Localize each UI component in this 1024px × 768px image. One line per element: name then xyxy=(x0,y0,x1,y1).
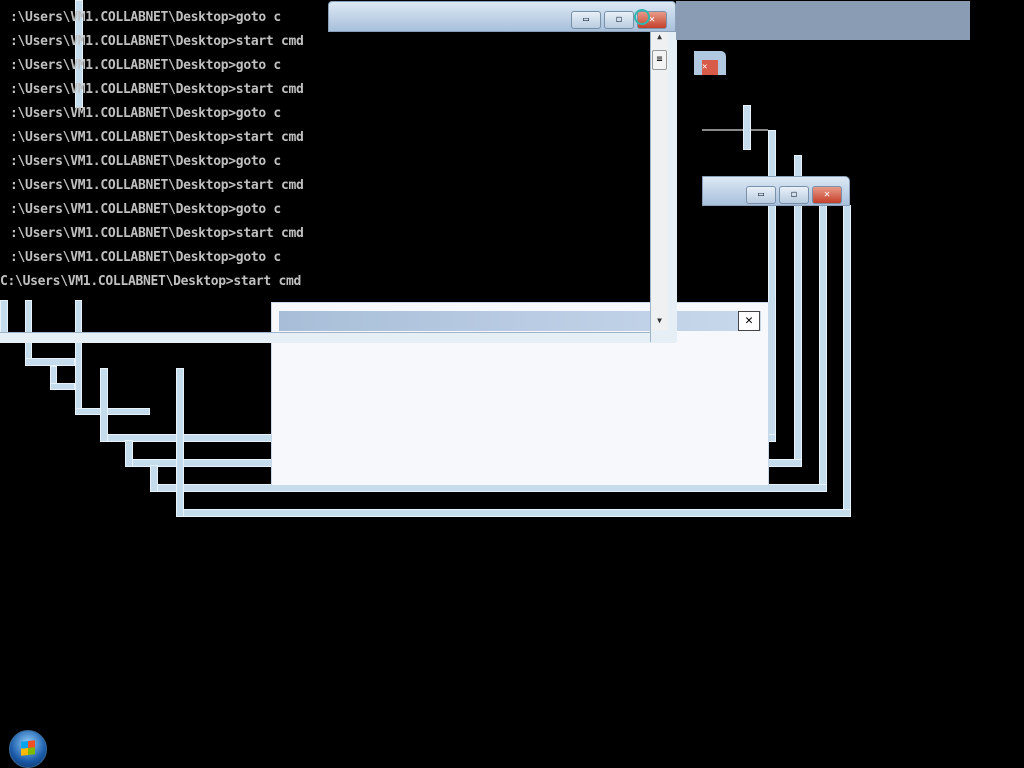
window-frame-edge xyxy=(743,105,751,150)
dialog-close-button[interactable]: ✕ xyxy=(738,311,760,331)
console-line: C:\Users\VM1.COLLABNET\Desktop>start cmd xyxy=(0,274,302,289)
window-frame-edge xyxy=(176,509,851,517)
console-line: :\Users\VM1.COLLABNET\Desktop>start cmd xyxy=(10,226,304,241)
console-line: :\Users\VM1.COLLABNET\Desktop>goto c xyxy=(10,106,281,121)
window-frame-edge xyxy=(150,465,158,492)
console-line: :\Users\VM1.COLLABNET\Desktop>start cmd xyxy=(10,130,304,145)
console-line: :\Users\VM1.COLLABNET\Desktop>start cmd xyxy=(10,178,304,193)
window-frame-edge xyxy=(176,368,184,517)
window-frame-edge xyxy=(50,383,75,390)
window-frame-edge xyxy=(100,368,108,442)
maximize-button[interactable]: ◻ xyxy=(604,11,634,29)
window-fragment: ✕ xyxy=(694,51,726,75)
scroll-up-button[interactable]: ▲ xyxy=(657,32,662,41)
windows-logo-icon xyxy=(21,740,35,756)
scroll-thumb[interactable]: ≡ xyxy=(652,50,667,70)
maximize-button[interactable]: ◻ xyxy=(779,186,809,204)
window-frame-edge xyxy=(125,440,133,467)
dialog-titlebar[interactable] xyxy=(279,311,761,331)
console-line: :\Users\VM1.COLLABNET\Desktop>goto c xyxy=(10,154,281,169)
console-line: :\Users\VM1.COLLABNET\Desktop>goto c xyxy=(10,58,281,73)
console-line: :\Users\VM1.COLLABNET\Desktop>goto c xyxy=(10,250,281,265)
window-frame-edge xyxy=(75,0,83,108)
console-line: :\Users\VM1.COLLABNET\Desktop>goto c xyxy=(10,10,281,25)
window-titlebar-fragment xyxy=(676,1,970,40)
window-frame-edge xyxy=(843,205,851,517)
cmd-window-bottom-border xyxy=(0,332,676,343)
busy-cursor-icon xyxy=(634,9,650,25)
window-frame-edge xyxy=(819,205,827,492)
minimize-button[interactable]: ▭ xyxy=(571,11,601,29)
window-frame-edge xyxy=(75,408,150,415)
scroll-down-button[interactable]: ▼ xyxy=(657,316,662,325)
window-frame-edge xyxy=(25,358,75,366)
dialog-window: ✕ xyxy=(271,302,769,486)
minimize-button[interactable]: ▭ xyxy=(746,186,776,204)
cmd-window-2-titlebar[interactable]: ▭ ◻ ✕ xyxy=(702,176,850,206)
window-frame-edge xyxy=(75,300,82,414)
close-button[interactable]: ✕ xyxy=(812,186,842,204)
console-line: :\Users\VM1.COLLABNET\Desktop>start cmd xyxy=(10,34,304,49)
console-line: :\Users\VM1.COLLABNET\Desktop>goto c xyxy=(10,202,281,217)
close-icon: ✕ xyxy=(702,60,718,75)
cmd-window-titlebar[interactable]: ▭ ◻ ✕ xyxy=(328,1,676,32)
divider xyxy=(702,129,768,131)
start-button[interactable] xyxy=(9,730,47,768)
console-line: :\Users\VM1.COLLABNET\Desktop>start cmd xyxy=(10,82,304,97)
scrollbar[interactable]: ▲ ≡ ▼ xyxy=(651,32,668,330)
